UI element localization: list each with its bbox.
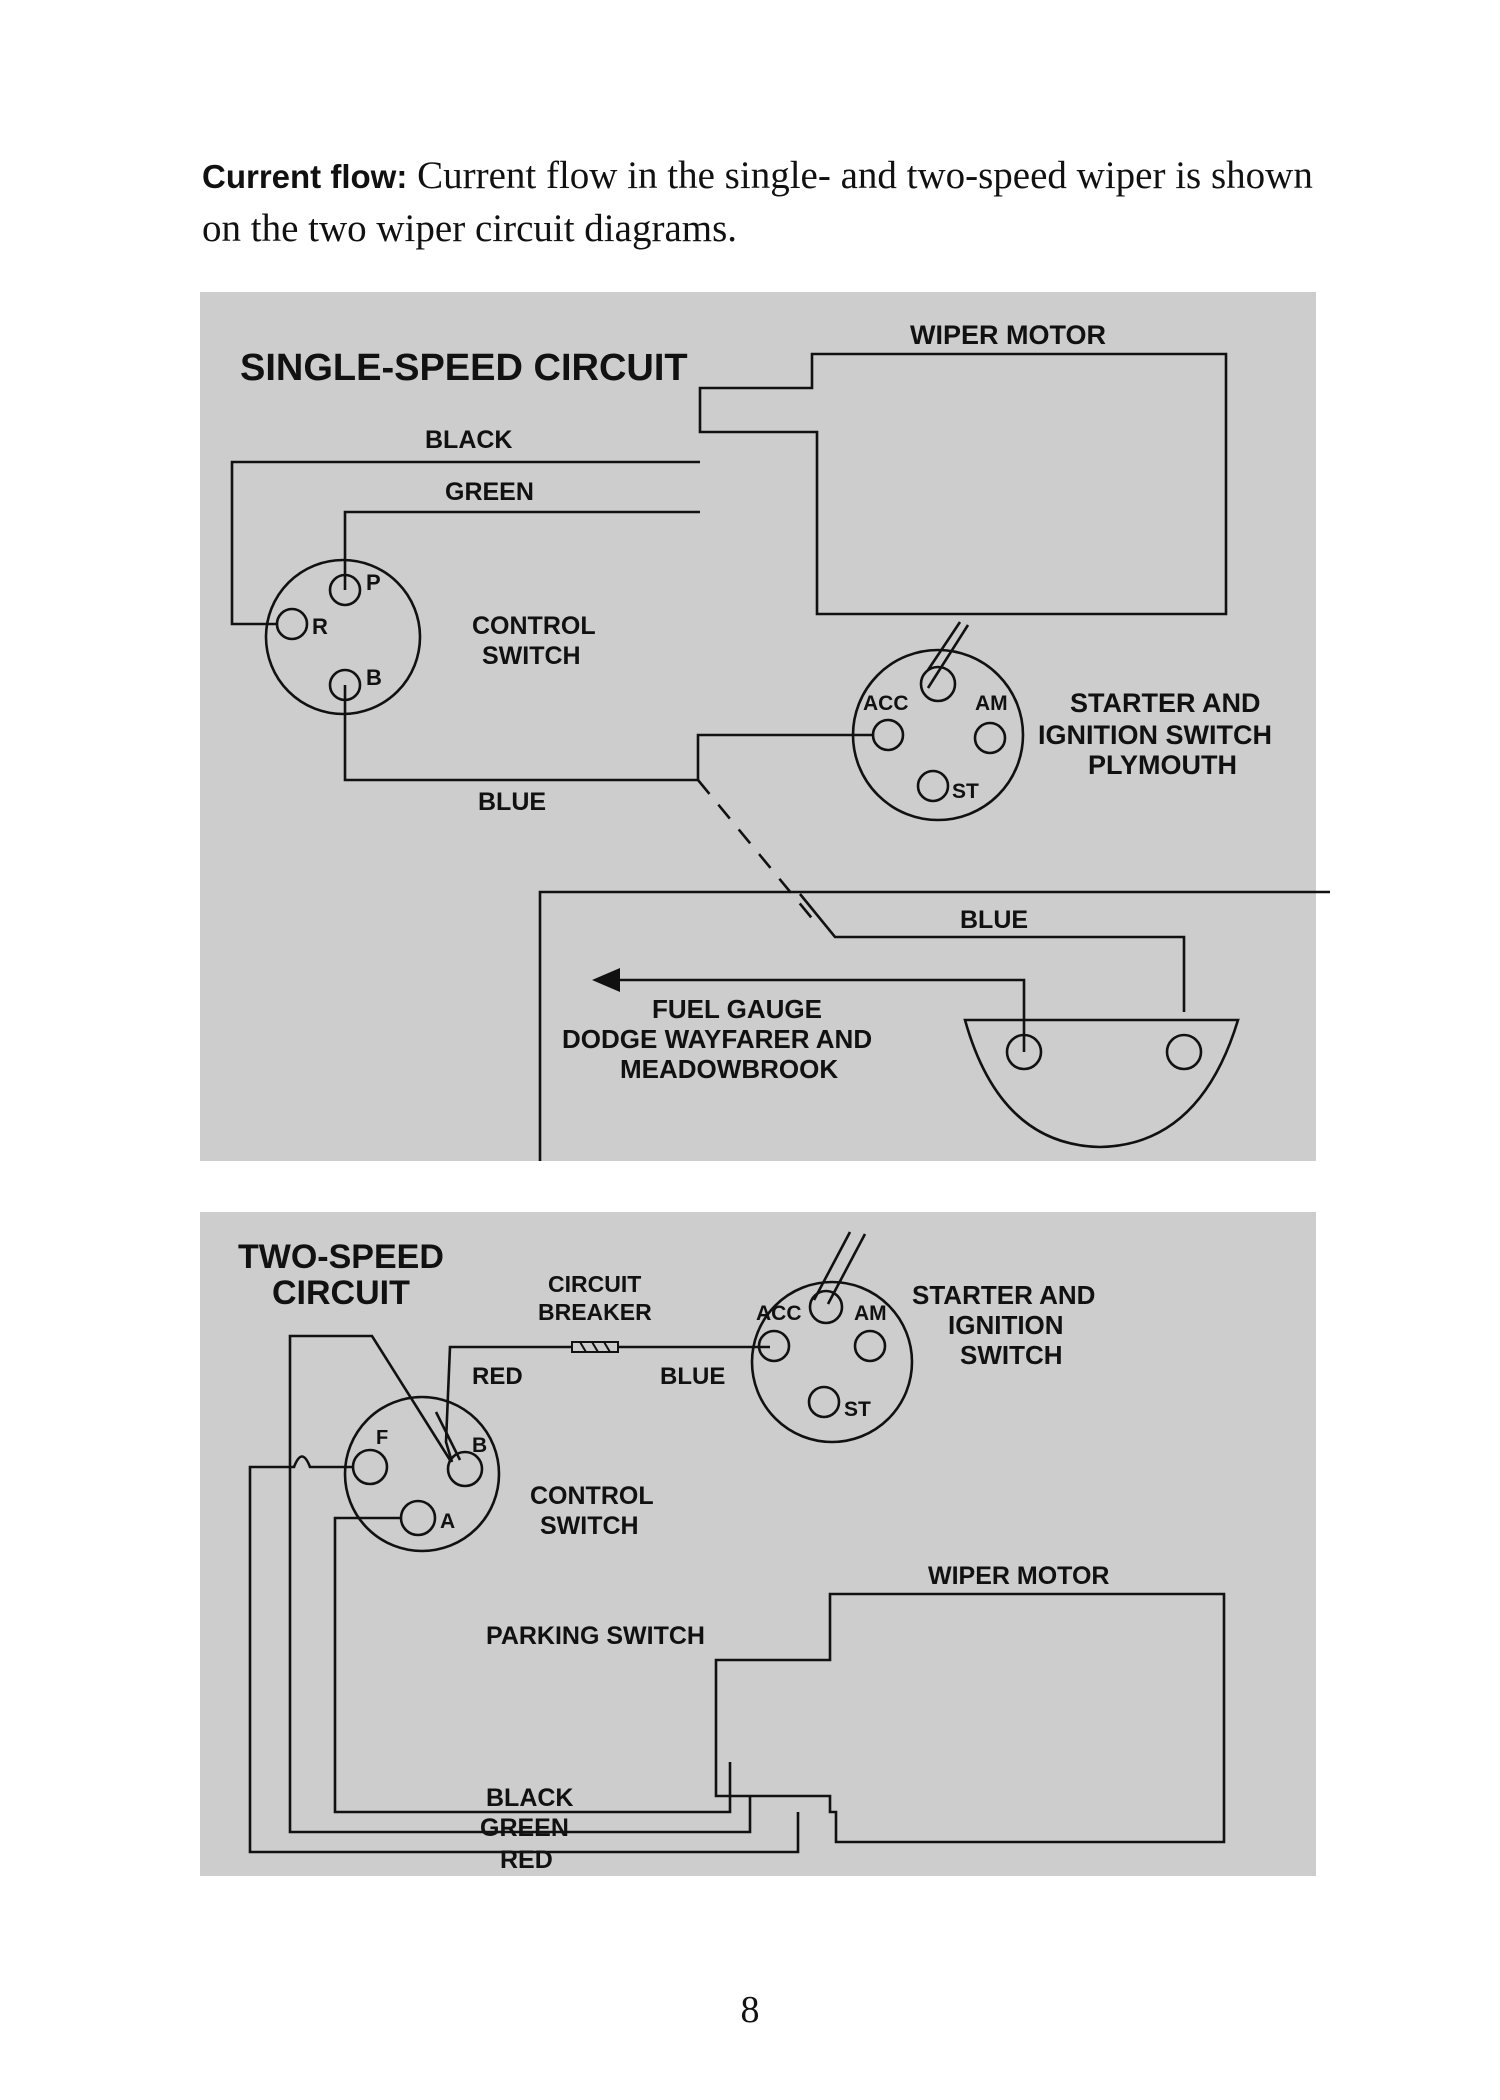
two-ignition-label-3: SWITCH [960, 1340, 1063, 1370]
single-control-switch-label-2: SWITCH [482, 642, 581, 670]
two-switch-arm [434, 1411, 462, 1461]
single-control-switch-body [264, 558, 422, 716]
single-terminal-acc [871, 718, 905, 752]
two-ignition-switch-body [750, 1280, 914, 1444]
two-speed-svg: TWO-SPEED CIRCUIT CIRCUIT BREAKER RED BL… [238, 1231, 1226, 1874]
single-ignition-key [926, 621, 970, 689]
two-control-switch-body [343, 1395, 501, 1553]
single-am-label: AM [975, 692, 1008, 715]
single-wire-black-label: BLACK [425, 426, 513, 454]
single-gauge-terminal-right [1165, 1033, 1203, 1071]
two-ignition-label-2: IGNITION [948, 1310, 1064, 1340]
single-ignition-switch-body [851, 648, 1025, 822]
two-wire-from-f [248, 1455, 800, 1854]
two-breaker-label-1: CIRCUIT [548, 1271, 641, 1297]
two-control-switch-label-2: SWITCH [540, 1512, 639, 1540]
two-acc-label: ACC [756, 1302, 802, 1325]
single-gauge-terminal-left [1005, 1033, 1043, 1071]
two-terminal-f-label: F [376, 1427, 388, 1449]
two-terminal-st [807, 1385, 841, 1419]
two-terminal-a [399, 1499, 437, 1537]
single-wire-green [343, 510, 700, 590]
intro-lead: Current flow: [202, 158, 408, 195]
two-wiper-motor-label: WIPER MOTOR [928, 1562, 1109, 1590]
single-fuel-gauge-arrowhead [592, 968, 620, 992]
two-terminal-f [351, 1448, 389, 1486]
single-fuel-gauge-body [963, 1018, 1240, 1149]
single-wiper-motor-body [698, 352, 1228, 616]
intro-text: Current flow in the single- and two-spee… [202, 154, 1313, 250]
single-terminal-am [973, 721, 1007, 755]
two-terminal-am [853, 1329, 887, 1363]
single-title: SINGLE-SPEED CIRCUIT [240, 347, 688, 389]
single-terminal-p-label: P [366, 570, 381, 595]
two-wire-from-b [288, 1334, 752, 1834]
two-wire-green-label: GREEN [480, 1814, 569, 1842]
single-speed-circuit-diagram: WIPER MOTOR SINGLE-SPEED CIRCUIT BLACK G… [200, 292, 1330, 1161]
single-terminal-r-label: R [312, 614, 328, 639]
two-terminal-b [446, 1450, 484, 1488]
two-terminal-key [808, 1289, 844, 1325]
two-am-label: AM [854, 1302, 887, 1325]
single-terminal-b-label: B [366, 665, 382, 690]
single-ignition-label-3: PLYMOUTH [1088, 750, 1237, 780]
two-wire-black-label: BLACK [486, 1784, 574, 1812]
single-terminal-b [328, 668, 362, 702]
two-ignition-key [812, 1231, 867, 1305]
two-wire-red-label: RED [472, 1363, 523, 1390]
two-title-line2: CIRCUIT [272, 1274, 410, 1312]
two-breaker-label-2: BREAKER [538, 1299, 652, 1325]
single-terminal-p [328, 573, 362, 607]
two-speed-circuit-diagram: TWO-SPEED CIRCUIT CIRCUIT BREAKER RED BL… [200, 1212, 1316, 1876]
two-terminal-a-label: A [440, 1510, 455, 1533]
single-wire-black [230, 460, 700, 626]
single-terminal-r [275, 607, 309, 641]
two-control-switch-label-1: CONTROL [530, 1482, 654, 1510]
single-speed-svg: WIPER MOTOR SINGLE-SPEED CIRCUIT BLACK G… [230, 320, 1330, 1161]
single-wiper-motor-label: WIPER MOTOR [910, 320, 1106, 350]
page-number: 8 [740, 1989, 760, 2031]
single-wire-blue-gauge [798, 893, 1186, 1012]
single-fuel-gauge-arrow-wire [610, 978, 1026, 1052]
two-wire-red [444, 1345, 572, 1463]
single-fuel-gauge-label-1: FUEL GAUGE [652, 994, 822, 1024]
two-terminal-acc [757, 1329, 791, 1363]
single-terminal-key [919, 665, 957, 703]
single-dashed-link [696, 779, 817, 923]
single-ignition-label-1: STARTER AND [1070, 688, 1261, 718]
two-wiper-motor-body [714, 1592, 1226, 1844]
single-terminal-st [916, 769, 950, 803]
single-body-line [538, 890, 1330, 1161]
single-control-switch-label-1: CONTROL [472, 612, 596, 640]
two-parking-switch-label: PARKING SWITCH [486, 1622, 705, 1650]
single-wire-blue-label-2: BLUE [960, 906, 1028, 934]
single-fuel-gauge-label-2: DODGE WAYFARER AND [562, 1024, 872, 1054]
two-wire-red-bottom-label: RED [500, 1846, 553, 1874]
single-ignition-label-2: IGNITION SWITCH [1038, 720, 1272, 750]
intro-paragraph: Current flow: Current flow in the single… [202, 150, 1332, 255]
single-fuel-gauge-label-3: MEADOWBROOK [620, 1054, 838, 1084]
single-wire-blue-label-1: BLUE [478, 788, 546, 816]
two-terminal-b-label: B [472, 1434, 487, 1457]
two-title-line1: TWO-SPEED [238, 1238, 444, 1276]
single-wire-blue [343, 685, 873, 782]
single-acc-label: ACC [863, 692, 909, 715]
two-st-label: ST [844, 1398, 871, 1421]
single-st-label: ST [952, 780, 979, 803]
two-ignition-label-1: STARTER AND [912, 1280, 1095, 1310]
two-breaker-coil [579, 1341, 611, 1353]
two-wire-blue-label: BLUE [660, 1363, 725, 1390]
single-wire-green-label: GREEN [445, 478, 534, 506]
two-wire-from-a [333, 1516, 732, 1814]
